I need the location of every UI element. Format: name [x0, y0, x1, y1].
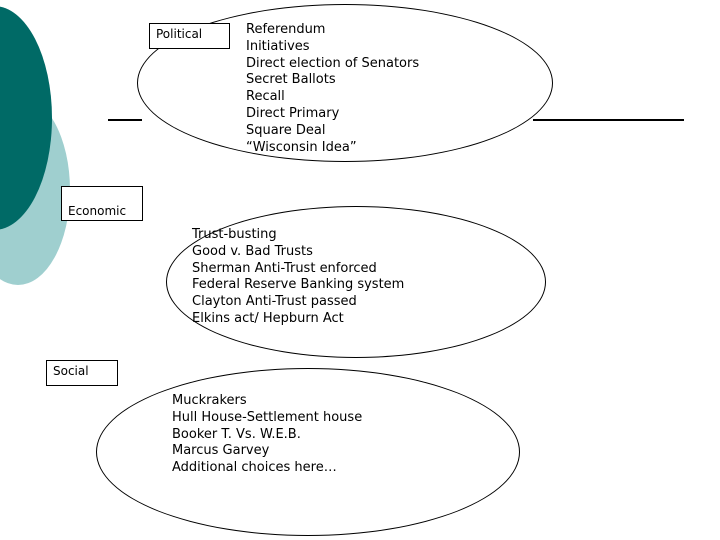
dark-teal-circle: [0, 6, 52, 230]
economic-ellipse: [166, 206, 546, 358]
list-item: Good v. Bad Trusts: [192, 243, 313, 259]
list-item: Secret Ballots: [246, 72, 336, 88]
list-item: Initiatives: [246, 38, 310, 54]
list-item: Muckrakers: [172, 393, 247, 408]
list-item: Clayton Anti-Trust passed: [192, 294, 357, 310]
list-item: Trust-busting: [192, 227, 277, 242]
economic-label-box: Economic: [61, 186, 143, 221]
teal-decoration: [0, 6, 70, 285]
list-item: Additional choices here…: [172, 460, 337, 476]
horizontal-rule-right: [533, 119, 684, 121]
political-label: Political: [156, 27, 203, 41]
list-item: Federal Reserve Banking system: [192, 277, 405, 293]
list-item: Referendum: [246, 22, 326, 37]
economic-label: Economic: [68, 204, 127, 218]
political-ellipse: [137, 4, 553, 162]
political-list: Referendum Initiatives Direct election o…: [246, 22, 419, 156]
economic-list: Trust-busting Good v. Bad Trusts Sherman…: [192, 227, 404, 328]
list-item: Elkins act/ Hepburn Act: [192, 310, 344, 326]
list-item: Sherman Anti-Trust enforced: [192, 260, 377, 276]
list-item: Square Deal: [246, 122, 326, 138]
list-item: Marcus Garvey: [172, 443, 270, 459]
social-label: Social: [53, 364, 89, 378]
list-item: Direct election of Senators: [246, 55, 420, 71]
political-label-box: Political: [149, 23, 230, 49]
horizontal-rule-left: [108, 119, 142, 121]
list-item: “Wisconsin Idea”: [246, 139, 357, 155]
social-ellipse: [96, 368, 520, 536]
social-label-box: Social: [46, 360, 118, 386]
list-item: Recall: [246, 89, 285, 105]
list-item: Hull House-Settlement house: [172, 409, 363, 425]
social-list: Muckrakers Hull House-Settlement house B…: [172, 393, 362, 477]
list-item: Direct Primary: [246, 105, 340, 121]
list-item: Booker T. Vs. W.E.B.: [172, 426, 301, 442]
